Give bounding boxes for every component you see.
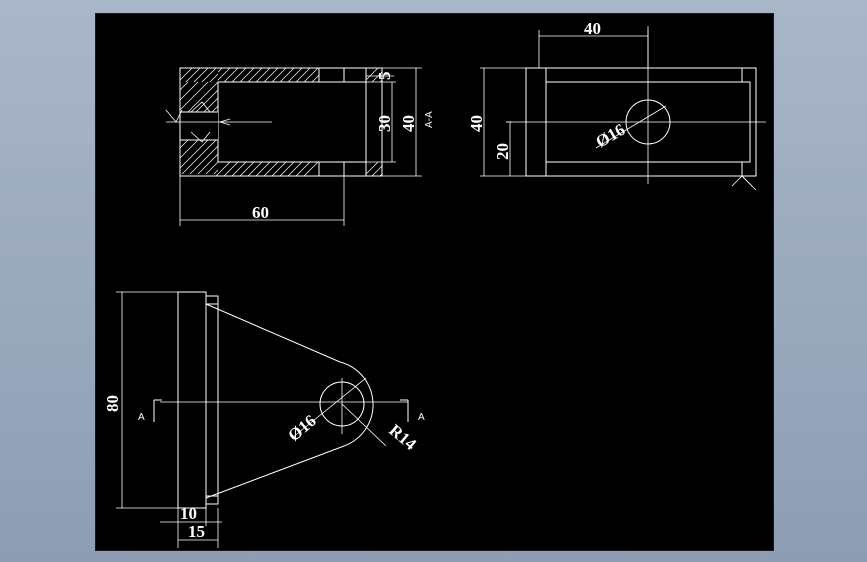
dim-side-width: 40 xyxy=(584,19,601,38)
dim-front-radius: R14 xyxy=(385,421,420,455)
dim-side-height: 40 xyxy=(467,115,486,132)
hatch-right-bottom xyxy=(366,162,382,176)
surface-finish-icon xyxy=(731,175,753,187)
dim-bore: 30 xyxy=(375,115,394,132)
hatch-bottom xyxy=(215,162,319,176)
drawing-canvas[interactable]: 60 30 40 5 A-A Ø16 4 xyxy=(95,13,774,551)
side-view: Ø16 40 40 20 xyxy=(467,19,766,191)
dim-wall: 5 xyxy=(375,72,394,81)
front-plate xyxy=(177,291,207,509)
front-web-edge xyxy=(205,295,219,505)
dim-front-height: 80 xyxy=(103,395,122,412)
dim-front-hole: Ø16 xyxy=(284,411,319,445)
hatch-left-lower xyxy=(180,140,218,174)
dim-height: 40 xyxy=(399,115,418,132)
section-mark-right: A xyxy=(418,412,425,423)
dim-length: 60 xyxy=(252,203,269,222)
section-label: A-A xyxy=(424,111,435,128)
surface-finish-icon xyxy=(190,131,211,143)
hatch-top xyxy=(218,68,319,82)
front-view: Ø16 R14 80 10 15 A A xyxy=(103,291,425,548)
section-view: 60 30 40 5 A-A xyxy=(165,67,435,226)
hatch-top-left xyxy=(180,68,218,82)
dim-front-base: 15 xyxy=(188,522,205,541)
surface-finish-icon xyxy=(165,109,183,123)
surface-finish-icon xyxy=(190,101,211,113)
cad-drawing: 60 30 40 5 A-A Ø16 4 xyxy=(103,19,766,548)
front-arm xyxy=(205,303,374,499)
dim-front-plate: 10 xyxy=(180,504,197,523)
dim-side-center: 20 xyxy=(493,143,512,160)
hatch-left-upper xyxy=(180,82,218,112)
section-mark-left: A xyxy=(138,412,145,423)
hatch-right-top xyxy=(366,68,382,82)
